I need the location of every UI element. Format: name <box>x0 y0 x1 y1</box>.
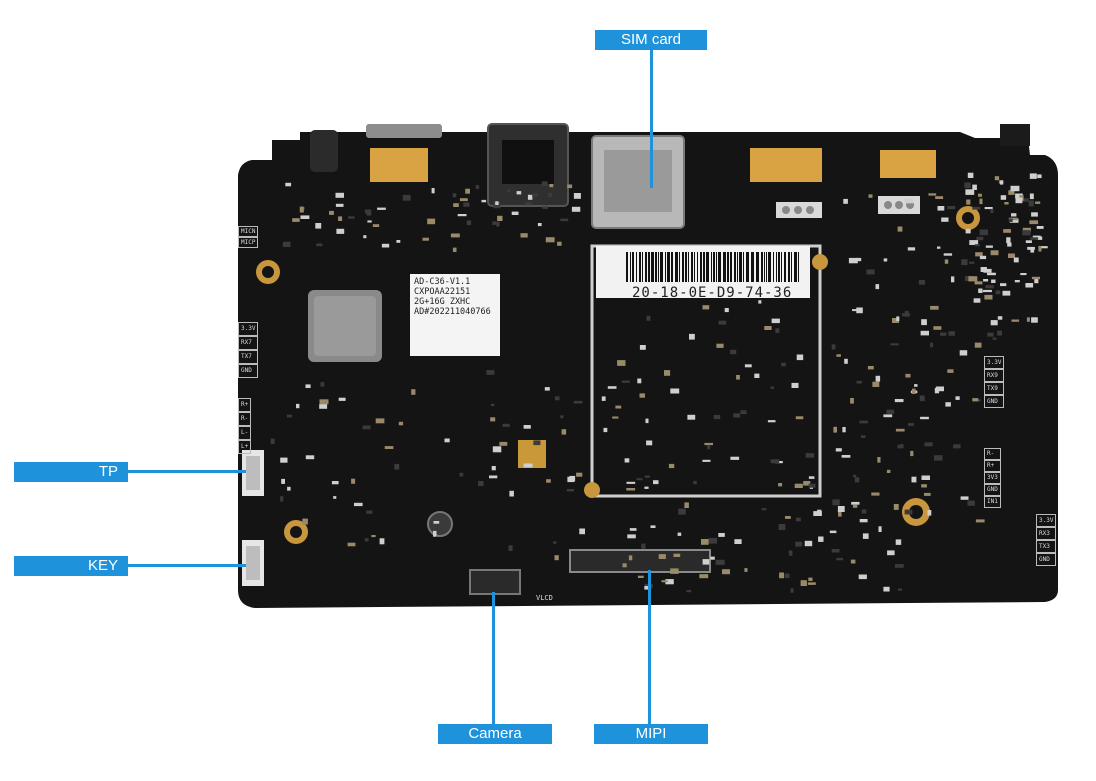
sim-leader <box>650 50 653 188</box>
barcode <box>626 252 799 282</box>
uart3-pins: 3.3V RX3 TX3 GND <box>1036 514 1057 566</box>
silk-label: TX9 <box>984 382 1005 395</box>
silk-label: R- <box>984 448 1001 460</box>
vlcd-label: VLCD <box>536 594 553 602</box>
uart7-pins: 3.3V RX7 TX7 GND <box>238 322 259 378</box>
silk-label: GND <box>984 395 1005 408</box>
silk-label: R+ <box>984 460 1001 472</box>
camera-leader <box>492 592 495 724</box>
sticker-line: 2G+16G ZXHC <box>414 297 471 307</box>
silk-label: R+ <box>238 398 252 412</box>
silk-label: 3.3V <box>1036 514 1057 527</box>
silk-label: 3V3 <box>984 472 1001 484</box>
key-label: KEY <box>14 556 128 576</box>
silk-label: TX3 <box>1036 540 1057 553</box>
sim-card-label: SIM card <box>595 30 707 50</box>
silk-label: RX7 <box>238 336 259 350</box>
silk-label: GND <box>238 364 259 378</box>
sticker-line: AD-C36-V1.1 <box>414 277 471 287</box>
usb-connector <box>366 124 442 138</box>
mipi-label: MIPI <box>594 724 708 744</box>
mic-labels: MICN MICP <box>238 226 259 248</box>
silk-label: TX7 <box>238 350 259 364</box>
speaker-pins: R+ R- L- L+ <box>238 398 252 454</box>
gold-pad <box>880 150 936 178</box>
mac-label: 20-18-0E-D9-74-36 <box>632 285 793 301</box>
sticker-line: AD#202211040766 <box>414 307 491 317</box>
tp-leader <box>128 470 246 473</box>
gold-pad <box>750 148 822 182</box>
gold-pad <box>370 148 428 182</box>
silk-label: MICP <box>238 237 259 248</box>
silk-label: MICN <box>238 226 259 237</box>
key-leader <box>128 564 246 567</box>
audio-jack <box>310 130 338 172</box>
silk-label: L- <box>238 426 252 440</box>
silk-label: RX3 <box>1036 527 1057 540</box>
mipi-connector <box>569 549 711 573</box>
silk-label: 3.3V <box>984 356 1005 369</box>
silk-label: 3.3V <box>238 322 259 336</box>
sticker-line: CXPOAA22151 <box>414 287 471 297</box>
power-pins: R- R+ 3V3 GND IN1 <box>984 448 1001 508</box>
silk-label: RX9 <box>984 369 1005 382</box>
silk-label: GND <box>984 484 1001 496</box>
silk-label: IN1 <box>984 496 1001 508</box>
info-sticker <box>410 274 500 356</box>
silk-label: GND <box>1036 553 1057 566</box>
board-outline <box>238 132 1058 608</box>
info-sticker-text: AD-C36-V1.1 CXPOAA22151 2G+16G ZXHC AD#2… <box>414 277 491 317</box>
silk-label: L+ <box>238 440 252 454</box>
tp-label: TP <box>14 462 128 482</box>
camera-connector <box>469 569 521 595</box>
camera-label: Camera <box>438 724 552 744</box>
gold-pad <box>518 440 546 468</box>
silk-label: R- <box>238 412 252 426</box>
uart9-pins: 3.3V RX9 TX9 GND <box>984 356 1005 408</box>
mipi-leader <box>648 570 651 724</box>
